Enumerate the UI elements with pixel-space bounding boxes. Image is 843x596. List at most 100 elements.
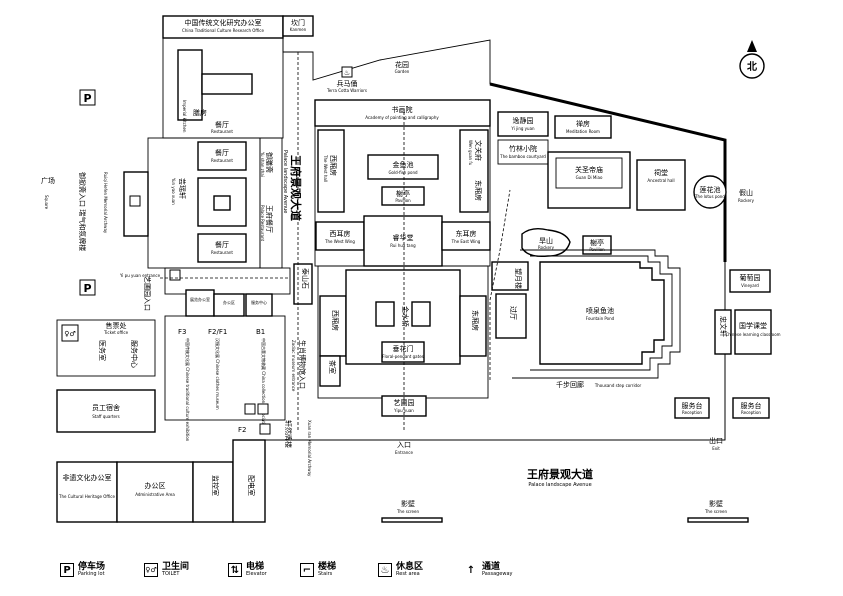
meditation-room <box>554 115 612 139</box>
staff-quarters <box>56 389 156 433</box>
heritage-office <box>56 461 118 523</box>
memorial-en: Ruiqi Hefen Memorial Archway <box>103 172 108 234</box>
pavilion1-en: Pavilion <box>395 198 411 203</box>
yushanzhai-zh: 御膳斋 <box>265 152 274 173</box>
reception2-en: Reception <box>741 410 761 415</box>
reception2-zh: 服务台 <box>741 401 762 410</box>
exhibition-elevator-icon <box>257 403 269 415</box>
service-box <box>245 293 273 317</box>
heritage-zh: 非遗文化办公室 <box>63 473 112 482</box>
passage-3 <box>489 189 511 380</box>
pavilion2-en: Pavilion <box>589 247 605 252</box>
reception-2 <box>732 397 770 419</box>
wangyuelou <box>491 261 529 291</box>
jiashan-zh: 假山 <box>739 188 753 197</box>
legend-label: 通道 <box>482 562 501 572</box>
admin-en: Administrative Area <box>135 492 175 497</box>
xuanran-en: Xuan ran Memorial Archway <box>307 420 312 477</box>
restaurant1-zh: 餐厅 <box>215 120 229 129</box>
screen-2 <box>687 517 749 523</box>
corridor-zh: 千步回廊 <box>556 380 584 389</box>
terracotta-en: Terra Cotta Warriors <box>326 88 367 93</box>
wangyuelou-zh: 望月楼 <box>514 268 523 289</box>
square-zh: 广场 <box>41 176 55 185</box>
corridor-en: Thousand step corridor <box>594 383 642 388</box>
vineyard <box>729 269 771 293</box>
ruihuatang-hall <box>363 215 443 267</box>
toilet-icon: ♀♂ <box>144 563 158 578</box>
yunyaoxuan-zh: 芸瑶轩 <box>178 178 187 199</box>
west-hall-en: The West hall <box>323 154 328 182</box>
reception-1 <box>674 397 710 419</box>
kanmen-gate <box>282 15 314 37</box>
passageway-icon: ↑ <box>466 564 476 576</box>
legend-sublabel: TOILET <box>162 571 180 578</box>
west-wing-en: The West Wing <box>324 239 355 244</box>
f2-stairs-icon <box>259 423 271 435</box>
academy-zh: 书画院 <box>392 105 413 114</box>
goldfish-en: Gold-fish pond <box>388 170 418 175</box>
office-small <box>213 293 245 317</box>
entrance-en: Entrance <box>395 450 413 455</box>
office-label-en: China Traditional Culture Research Offic… <box>182 28 264 33</box>
compass-label: 北 <box>747 60 757 73</box>
guoxue-en: Chinese learning classroom <box>725 332 780 337</box>
goldfish-zh: 金鱼池 <box>393 160 414 169</box>
zhongwenxuan <box>714 309 732 355</box>
exhibit-office-zh: 展览办公室 <box>190 296 210 302</box>
service-zh: 服务中心 <box>130 340 139 368</box>
parking-top-icon <box>79 89 96 106</box>
ticket-block <box>56 319 156 377</box>
yushanzhai-en: Yu shan zhai <box>260 151 265 177</box>
palace-restaurant-en: Palace Restaurant <box>260 205 265 242</box>
east-wing-zh: 东耳房 <box>456 229 477 238</box>
lotus-pond <box>693 175 727 209</box>
east-wing <box>441 221 491 251</box>
restaurant3-zh: 餐厅 <box>215 240 229 249</box>
fountain-corridor <box>530 255 673 371</box>
imperial-kitchen-zh: 膳房 <box>193 108 207 117</box>
legend-label: 电梯 <box>246 562 265 572</box>
yipuyuan-entrance-zh: 艺圃园入口 <box>143 276 151 311</box>
lianhuachi-zh: 莲花池 <box>700 185 721 194</box>
academy-en: Academy of painting and calligraphy <box>365 115 439 120</box>
teahouse-zh: 茶室 <box>328 360 337 374</box>
bridge-left <box>375 301 395 327</box>
rest-area-icon <box>341 66 353 78</box>
rockery-en: Rockery <box>538 245 555 250</box>
legend-label: 楼梯 <box>318 562 337 572</box>
guandimiao-inner <box>555 157 623 189</box>
palace-avenue-zh: 王府景观大道 <box>289 155 303 221</box>
exhibit-office <box>185 289 215 317</box>
screen2-en: The screen <box>704 509 727 514</box>
ancestral-zh: 祠堂 <box>654 168 668 177</box>
legend-label: 停车场 <box>78 562 106 572</box>
guoxue-zh: 国学课堂 <box>739 321 767 330</box>
antique-en: Zodiac museum entrance <box>291 340 296 392</box>
reception1-en: Reception <box>682 410 702 415</box>
parking-bottom-icon <box>79 279 96 296</box>
kanmen-zh: 坎门 <box>291 18 305 27</box>
legend-sublabel: Elevator <box>246 571 267 578</box>
meditation-en: Meditation Room <box>566 129 600 134</box>
elevator-icon: ⇅ <box>228 563 242 578</box>
screen2-zh: 影壁 <box>709 499 723 508</box>
yipuyuan-entrance-en: Yi pu yuan entrance <box>119 273 161 278</box>
guandimiao-temple <box>547 151 631 209</box>
east-hall-zh: 东厢房 <box>474 180 483 201</box>
pavilion-2 <box>582 235 612 255</box>
monitoring-room <box>192 461 234 523</box>
jinshuiqiao-zh: 金水桥 <box>401 306 410 327</box>
yipuyuan <box>381 395 427 417</box>
imperial-kitchen-en: Imperial kitchen <box>182 100 187 133</box>
ruihuatang-zh: 睿华堂 <box>393 233 414 242</box>
staff-en: Staff quarters <box>92 414 120 419</box>
legend-sublabel: Passageway <box>482 571 513 578</box>
ticket-en: Ticket office <box>103 330 129 335</box>
antique-zh: 生肖博物馆入口 <box>298 340 307 389</box>
jiashan-en: Rockery <box>738 198 755 203</box>
